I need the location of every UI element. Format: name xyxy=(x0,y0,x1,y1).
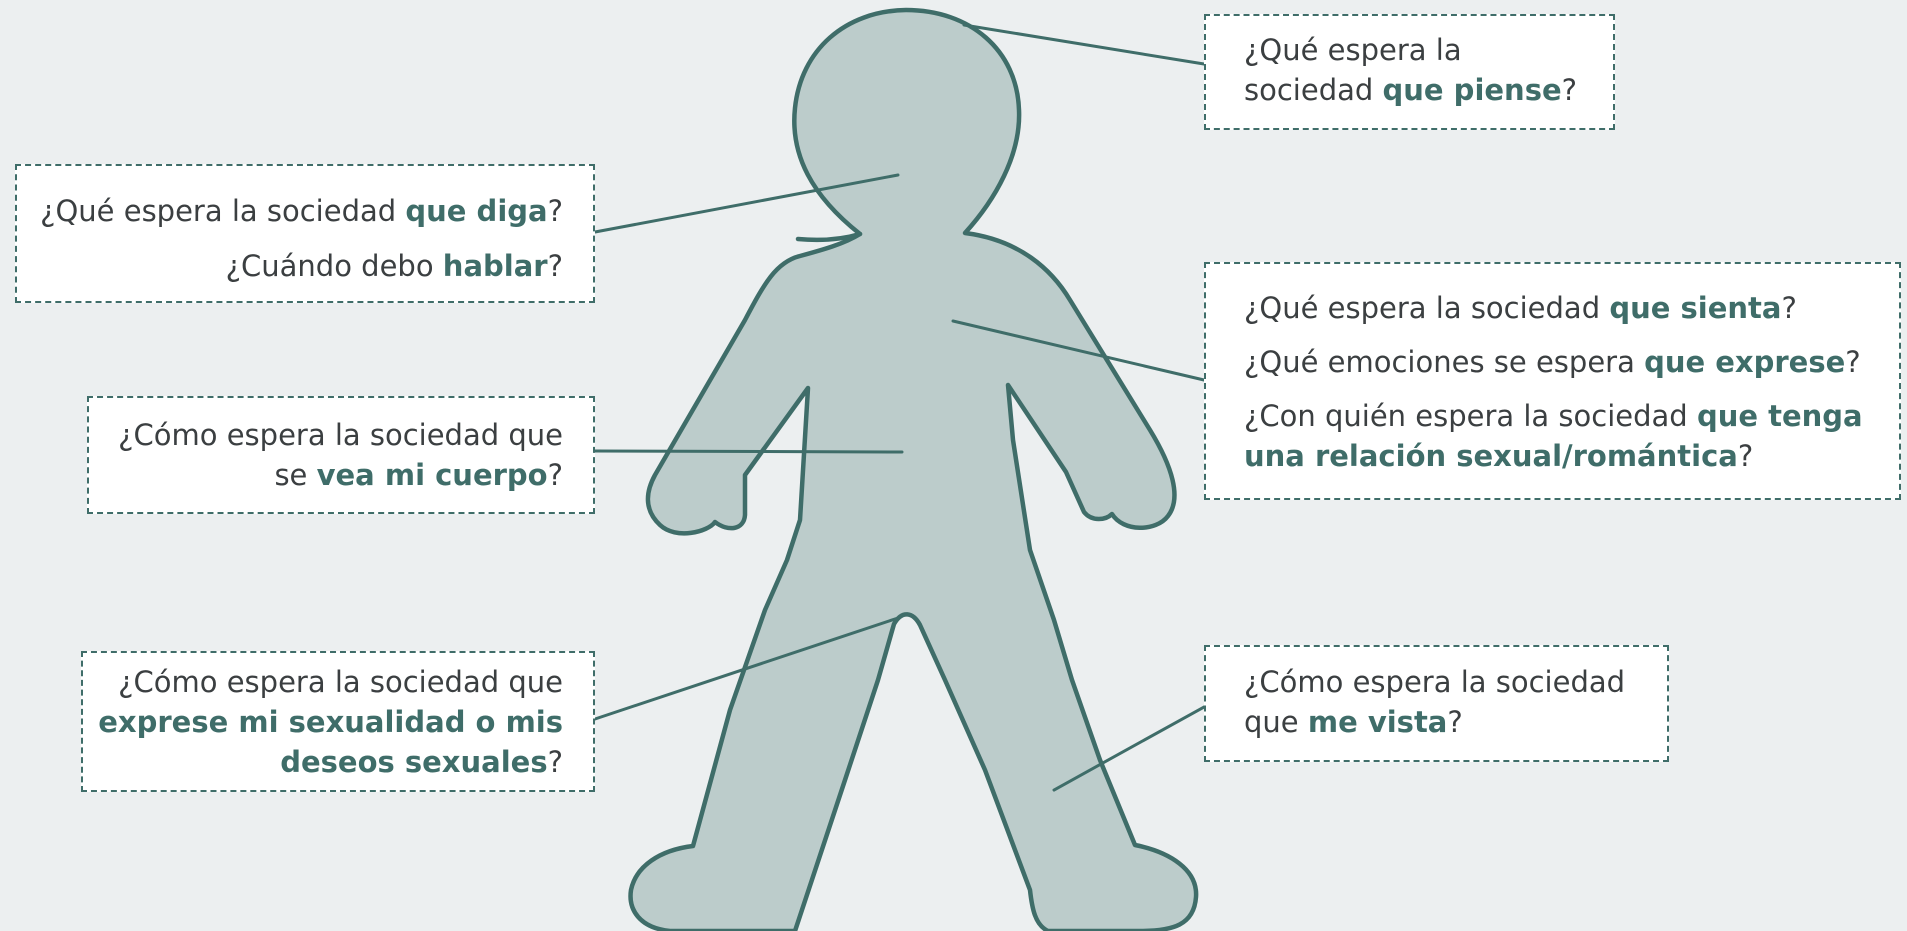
callout-dress-line-1: ¿Cómo espera la sociedad xyxy=(1244,665,1626,699)
callout-feel: ¿Qué espera la sociedad que sienta? ¿Qué… xyxy=(1204,262,1901,500)
callout-feel-line-3: ¿Con quién espera la sociedad que tenga xyxy=(1244,399,1863,433)
callout-say: ¿Qué espera la sociedad que diga? ¿Cuánd… xyxy=(15,164,595,303)
connector-lines xyxy=(593,23,1206,792)
callout-sexuality-line-1: ¿Cómo espera la sociedad que xyxy=(118,665,563,699)
human-silhouette-icon xyxy=(628,7,1199,931)
callout-say-line-2: ¿Cuándo debo hablar? xyxy=(225,249,563,283)
callout-feel-line-1: ¿Qué espera la sociedad que sienta? xyxy=(1244,291,1797,325)
callout-sexuality-line-3: deseos sexuales? xyxy=(280,745,563,779)
callout-think: ¿Qué espera la sociedad que piense? xyxy=(1204,14,1615,130)
callout-say-line-1: ¿Qué espera la sociedad que diga? xyxy=(40,194,563,228)
connector-sexuality xyxy=(593,616,900,721)
callout-dress: ¿Cómo espera la sociedad que me vista? xyxy=(1204,645,1669,762)
callout-body-line-1: ¿Cómo espera la sociedad que xyxy=(118,418,563,452)
callout-think-line-2: sociedad que piense? xyxy=(1244,73,1578,107)
callout-sexuality-line-2: exprese mi sexualidad o mis xyxy=(98,705,563,739)
callout-dress-line-2: que me vista? xyxy=(1244,705,1463,739)
connector-dress xyxy=(1052,705,1206,792)
connector-say xyxy=(593,173,900,234)
callout-body-line-2: se vea mi cuerpo? xyxy=(274,458,563,492)
connector-think xyxy=(962,23,1206,66)
callout-body: ¿Cómo espera la sociedad que se vea mi c… xyxy=(87,396,595,514)
callout-feel-line-2: ¿Qué emociones se espera que exprese? xyxy=(1244,345,1861,379)
callout-feel-line-4: una relación sexual/romántica? xyxy=(1244,439,1754,473)
connector-body xyxy=(593,449,904,454)
callout-sexuality: ¿Cómo espera la sociedad que exprese mi … xyxy=(81,651,595,792)
connector-feel xyxy=(951,319,1206,382)
callout-think-line-1: ¿Qué espera la xyxy=(1244,33,1462,67)
